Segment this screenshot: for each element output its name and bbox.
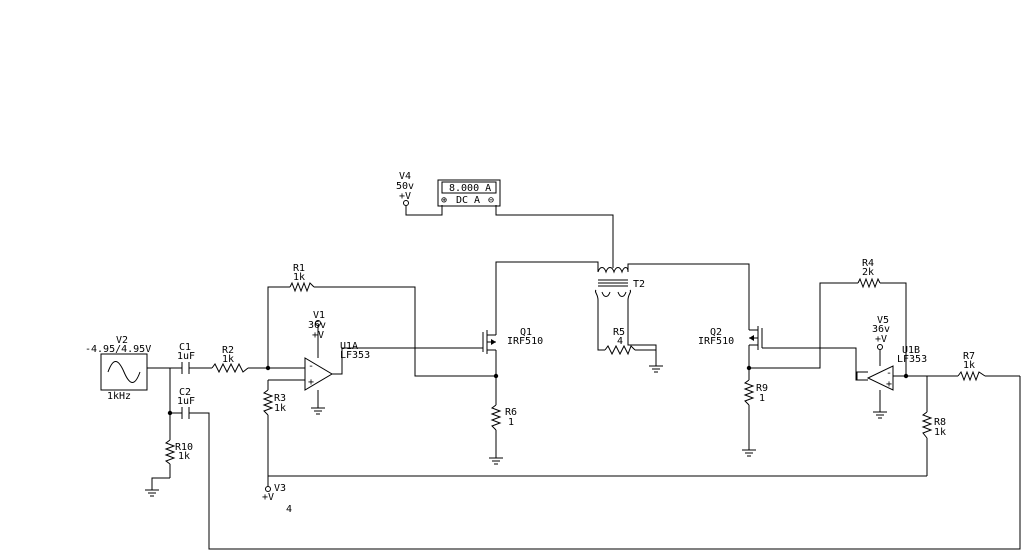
resistor-r1[interactable]: R1 1k xyxy=(289,263,315,293)
r1-value: 1k xyxy=(293,272,305,283)
u1a-part: LF353 xyxy=(340,350,370,361)
r8-value: 1k xyxy=(934,427,946,438)
r7-value: 1k xyxy=(963,360,975,371)
u1a-label: U1A xyxy=(340,341,358,352)
t2-label: T2 xyxy=(633,279,645,290)
v5-label: V5 xyxy=(877,315,889,326)
resistor-r10[interactable]: R10 1k xyxy=(164,439,193,465)
ground-icon xyxy=(742,449,756,457)
ground-icon xyxy=(489,457,503,465)
r5-value: 4 xyxy=(617,336,623,347)
resistor-r8[interactable]: R8 1k xyxy=(921,411,946,439)
supply-v3[interactable]: V3 +V 4 xyxy=(262,483,292,515)
r3-value: 1k xyxy=(274,403,286,414)
v2-frequency: 1kHz xyxy=(107,391,131,402)
capacitor-c2[interactable]: C2 1uF xyxy=(177,387,195,419)
q1-label: Q1 xyxy=(520,327,532,338)
q2-label: Q2 xyxy=(710,327,722,338)
opamp-u1a[interactable]: - + U1A LF353 xyxy=(304,341,370,391)
transformer-t2[interactable]: T2 xyxy=(594,267,645,301)
v5-value: 36v xyxy=(872,324,890,335)
junctions xyxy=(167,365,909,416)
v3-value: 4 xyxy=(286,504,292,515)
v3-symbol: +V xyxy=(262,492,274,503)
resistor-r2[interactable]: R2 1k xyxy=(211,345,249,374)
v1-value: 36v xyxy=(308,320,326,331)
capacitor-c1[interactable]: C1 1uF xyxy=(177,342,195,374)
v2-label: V2 xyxy=(116,335,128,346)
svg-text:+: + xyxy=(886,379,892,390)
c2-label: C2 xyxy=(179,387,191,398)
ammeter-minus-terminal: ⊖ xyxy=(488,195,494,206)
u1b-label: U1B xyxy=(902,345,920,356)
ground-icon xyxy=(311,407,325,415)
v1-label: V1 xyxy=(313,310,325,321)
r9-value: 1 xyxy=(759,393,765,404)
v4-value: 50v xyxy=(396,181,414,192)
v4-label: V4 xyxy=(399,171,411,182)
r7-label: R7 xyxy=(963,351,975,362)
svg-text:+: + xyxy=(308,377,314,388)
u1b-part: LF353 xyxy=(897,354,927,365)
ammeter-plus-terminal: ⊕ xyxy=(441,195,447,206)
resistor-r6[interactable]: R6 1 xyxy=(490,404,517,431)
resistor-r4[interactable]: R4 2k xyxy=(857,258,881,289)
v2-value: -4.95/4.95V xyxy=(85,344,151,355)
r9-label: R9 xyxy=(756,383,768,394)
r4-value: 2k xyxy=(862,267,874,278)
ground-icon xyxy=(145,489,159,497)
wires xyxy=(147,205,1021,550)
supply-v5[interactable]: V5 36v +V xyxy=(872,315,890,350)
resistor-r5[interactable]: R5 4 xyxy=(604,327,636,356)
c1-value: 1uF xyxy=(177,351,195,362)
r2-value: 1k xyxy=(222,354,234,365)
ammeter-mode: DC A xyxy=(456,195,480,206)
r8-label: R8 xyxy=(934,417,946,428)
v1-symbol: +V xyxy=(312,330,324,341)
opamp-u1b[interactable]: - + U1B LF353 xyxy=(866,345,927,391)
v3-label: V3 xyxy=(274,483,286,494)
resistor-r9[interactable]: R9 1 xyxy=(743,379,768,406)
r4-label: R4 xyxy=(862,258,874,269)
ammeter-reading: 8.000 A xyxy=(449,183,491,194)
r10-value: 1k xyxy=(178,451,190,462)
svg-text:-: - xyxy=(308,361,314,372)
q2-part: IRF510 xyxy=(698,336,734,347)
mosfet-q2[interactable]: Q2 IRF510 xyxy=(698,326,763,350)
ground-icon xyxy=(649,365,663,373)
q1-part: IRF510 xyxy=(507,336,543,347)
r6-value: 1 xyxy=(508,417,514,428)
r3-label: R3 xyxy=(274,393,286,404)
resistor-r7[interactable]: R7 1k xyxy=(957,351,986,382)
ground-icon xyxy=(873,411,887,419)
r2-label: R2 xyxy=(222,345,234,356)
v5-symbol: +V xyxy=(875,334,887,345)
svg-text:-: - xyxy=(886,368,892,379)
v2-function-generator[interactable]: V2 -4.95/4.95V 1kHz xyxy=(85,335,151,402)
supply-v1[interactable]: V1 36v +V xyxy=(308,310,326,341)
mosfet-q1[interactable]: Q1 IRF510 xyxy=(482,327,543,354)
r6-label: R6 xyxy=(505,407,517,418)
c1-label: C1 xyxy=(179,342,191,353)
ground-symbols xyxy=(145,365,887,497)
r5-label: R5 xyxy=(613,327,625,338)
r1-label: R1 xyxy=(293,263,305,274)
v4-symbol: +V xyxy=(399,191,411,202)
supply-v4[interactable]: V4 50v +V xyxy=(396,171,414,206)
r10-label: R10 xyxy=(175,442,193,453)
dc-ammeter[interactable]: 8.000 A ⊕ DC A ⊖ xyxy=(437,179,501,207)
resistor-r3[interactable]: R3 1k xyxy=(262,389,286,416)
c2-value: 1uF xyxy=(177,396,195,407)
